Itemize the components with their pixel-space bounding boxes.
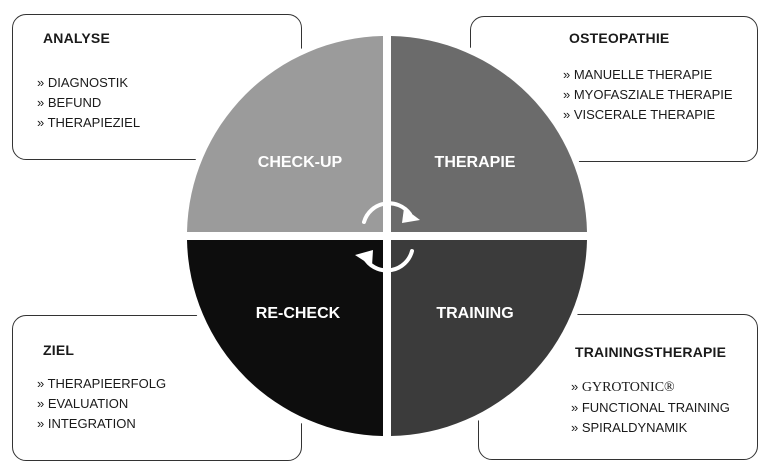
quadrant-label-therapie: THERAPIE <box>435 154 516 171</box>
ziel-item: » EVALUATION <box>37 396 129 411</box>
trainingstherapie-item: » SPIRALDYNAMIK <box>571 420 688 435</box>
quadrant-label-training: TRAINING <box>436 305 513 322</box>
cycle-arrow-icon <box>355 249 414 273</box>
osteopathie-item: » MANUELLE THERAPIE <box>563 67 713 82</box>
bullet: » <box>571 379 582 394</box>
osteopathie-item: » MYOFASZIALE THERAPIE <box>563 87 733 102</box>
analyse-title: ANALYSE <box>43 30 111 46</box>
quadrant-re-check <box>187 240 383 436</box>
ziel-item: » THERAPIEERFOLG <box>37 376 167 391</box>
quadrant-label-check-up: CHECK-UP <box>258 154 343 171</box>
trainingstherapie-item: » GYROTONIC® <box>571 377 730 398</box>
osteopathie-title: OSTEOPATHIE <box>569 30 670 46</box>
analyse-item: » DIAGNOSTIK <box>37 75 129 90</box>
ziel-title: ZIEL <box>43 342 75 358</box>
cycle-arrow-icon <box>362 201 420 224</box>
quadrant-check-up <box>187 36 383 232</box>
ziel-item: » INTEGRATION <box>37 416 136 431</box>
analyse-item: » BEFUND <box>37 95 102 110</box>
analyse-item: » THERAPIEZIEL <box>37 115 141 130</box>
trainingstherapie-item: » FUNCTIONAL TRAINING <box>571 400 730 415</box>
quadrant-training <box>391 240 587 436</box>
trainingstherapie-title: TRAININGSTHERAPIE <box>575 344 727 360</box>
quadrant-label-re-check: RE-CHECK <box>256 305 341 322</box>
osteopathie-item: » VISCERALE THERAPIE <box>563 107 716 122</box>
gyrotonic-label: GYROTONIC® <box>581 380 675 395</box>
quadrant-therapie <box>391 36 587 232</box>
